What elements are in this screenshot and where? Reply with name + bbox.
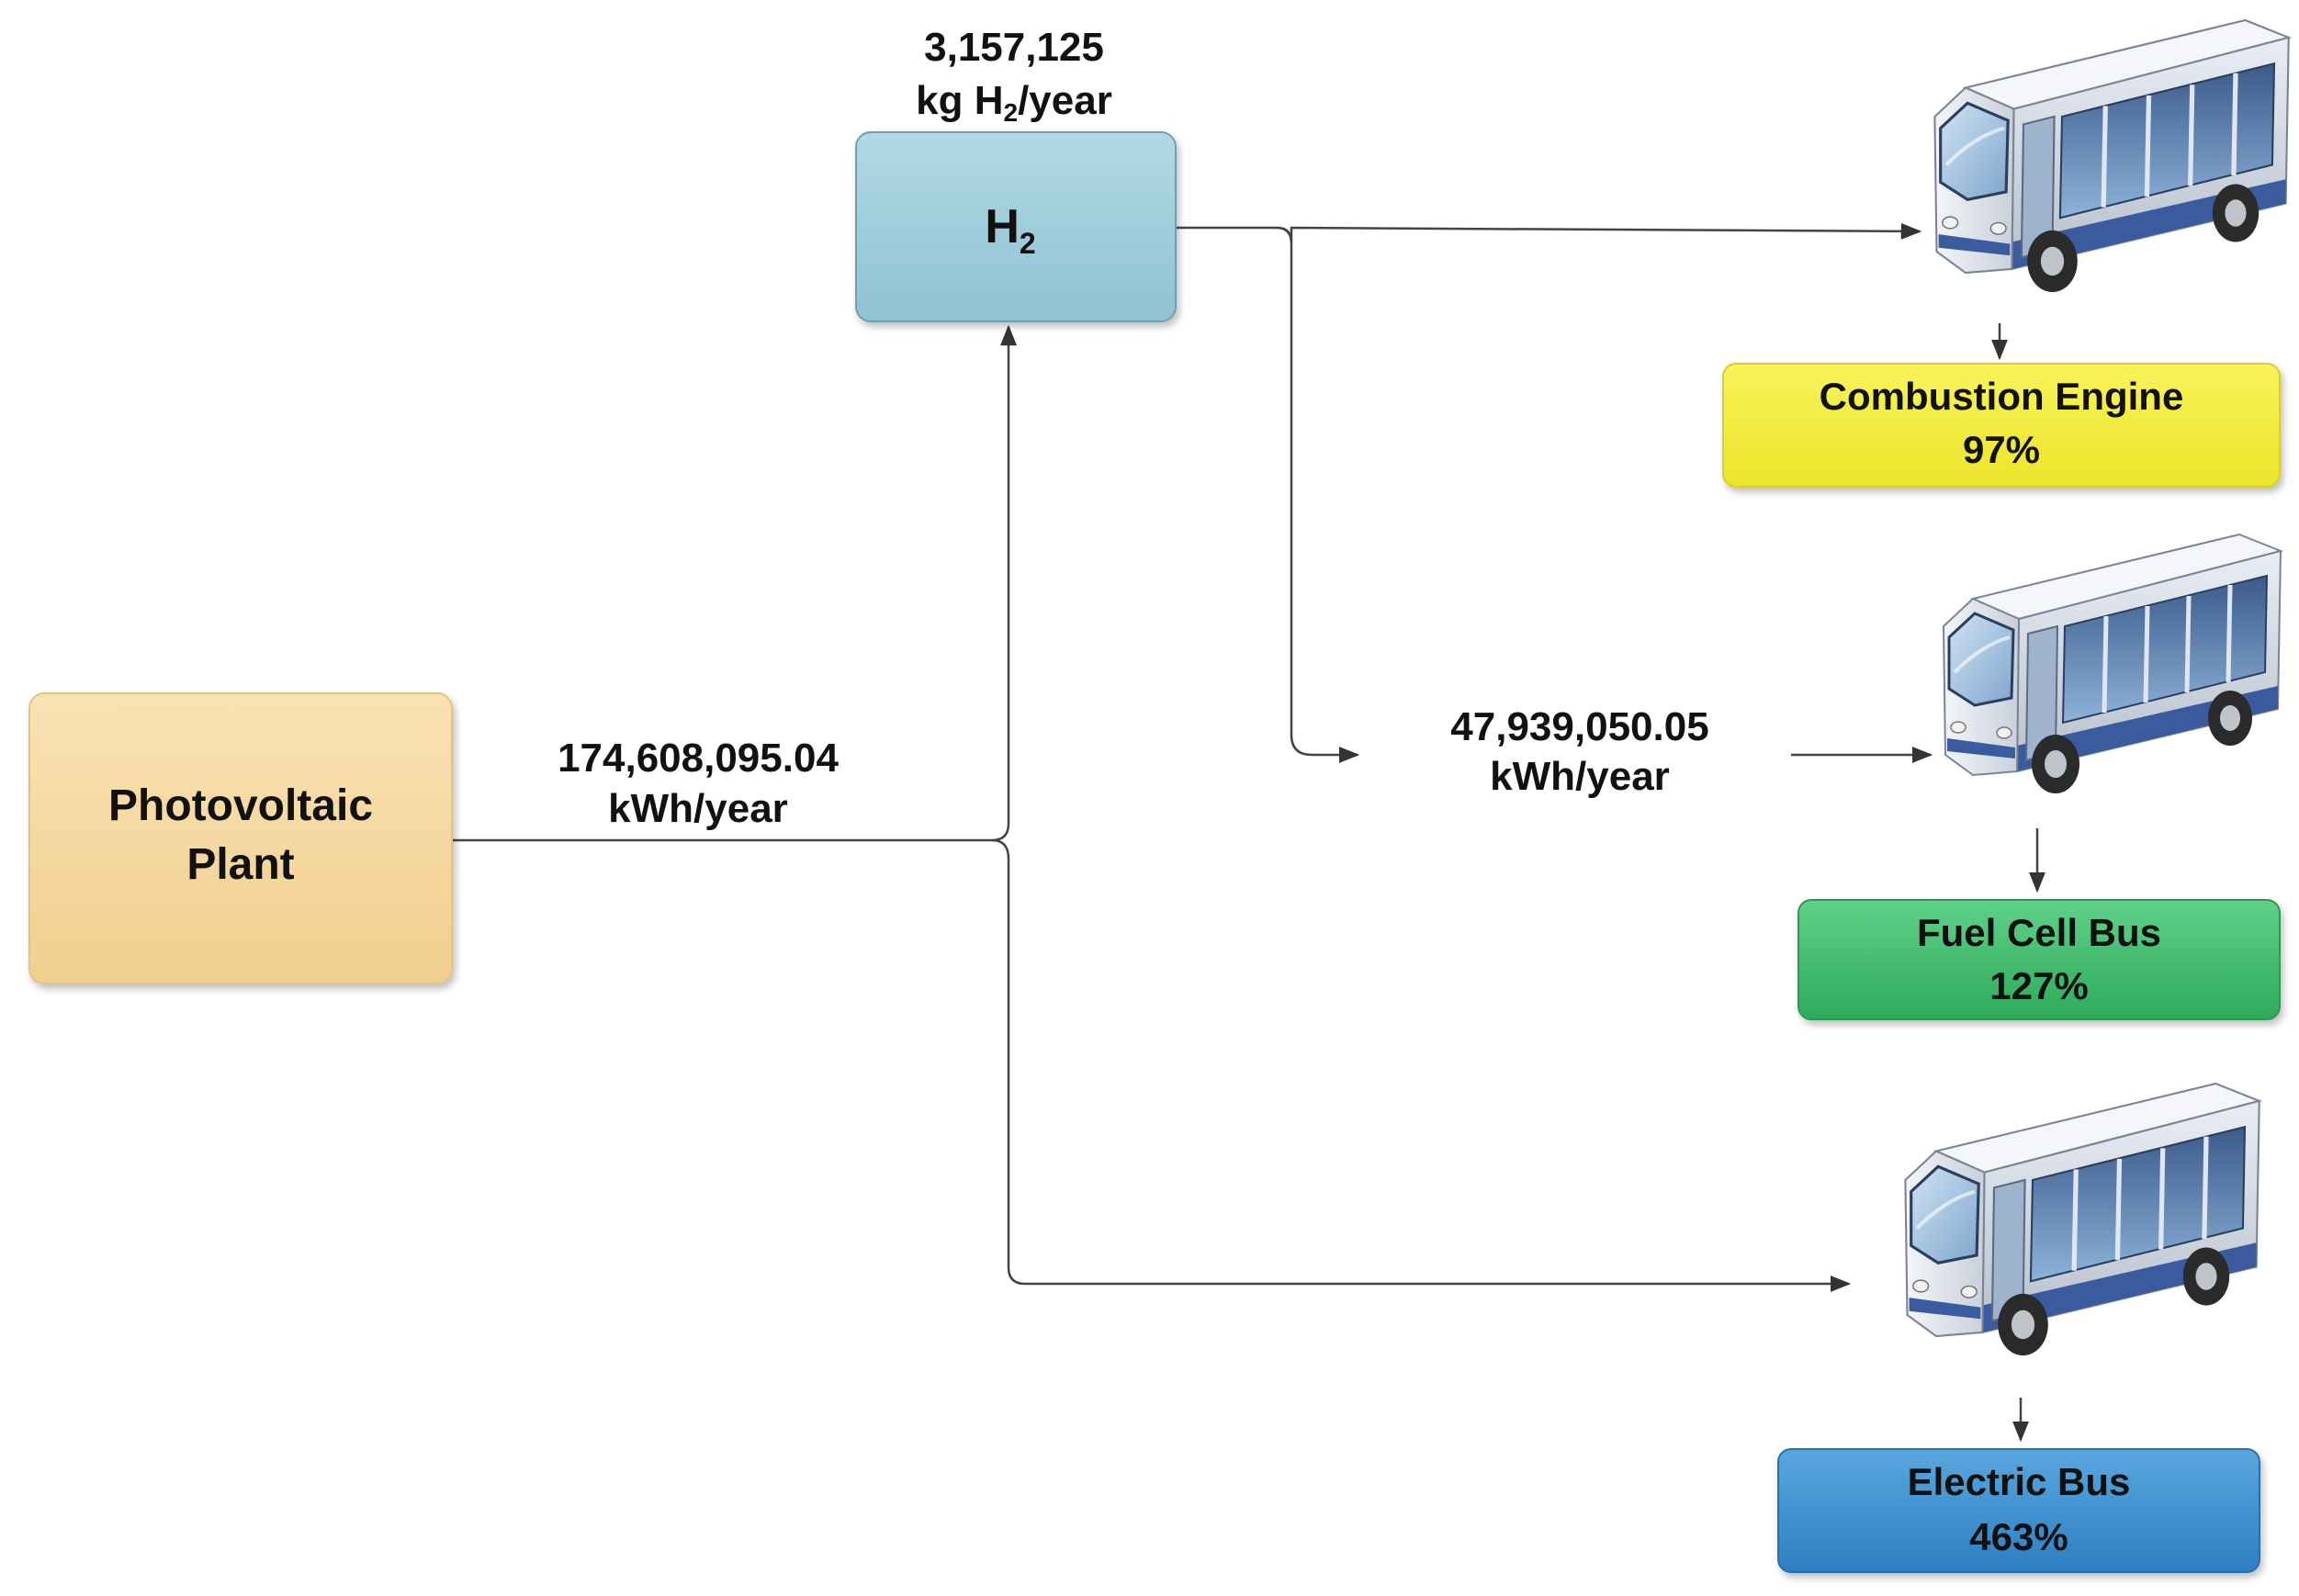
fuel-cell-bus-box: Fuel Cell Bus 127%: [1798, 899, 2281, 1020]
bus-icon: [1944, 534, 2281, 793]
electric-bus-box: Electric Bus 463%: [1777, 1448, 2260, 1573]
pv-output-value: 174,608,095.04: [558, 736, 839, 781]
fuel-cell-input-label: 47,939,050.05 kWh/year: [1450, 704, 1708, 799]
h2-amount-label: 3,157,125 kg H2/year: [916, 25, 1112, 127]
pv-label-line1: Photovoltaic: [108, 781, 373, 830]
combustion-engine-value: 97%: [1963, 428, 2040, 471]
fuel-cell-input-value: 47,939,050.05: [1450, 704, 1708, 749]
h2-node: H2: [855, 131, 1177, 322]
fuel-cell-bus-title: Fuel Cell Bus: [1917, 911, 2161, 954]
combustion-engine-title: Combustion Engine: [1820, 375, 2184, 418]
trunk-down-line: [991, 838, 1852, 1292]
bus-icon: [1934, 20, 2288, 292]
photovoltaic-plant-node: Photovoltaic Plant: [28, 692, 453, 984]
pv-output-unit: kWh/year: [608, 786, 788, 831]
h2-amount-value: 3,157,125: [924, 25, 1104, 70]
combustion-engine-box: Combustion Engine 97%: [1722, 363, 2281, 488]
h2-branch-line: [1276, 226, 1360, 763]
fuel-cell-input-unit: kWh/year: [1490, 754, 1670, 799]
pv-label-line2: Plant: [186, 840, 294, 889]
connectors: [450, 222, 2045, 1443]
h2-amount-unit: kg H2/year: [916, 78, 1112, 127]
trunk-junction: [991, 324, 1017, 842]
electric-bus-value: 463%: [1969, 1515, 2068, 1558]
fuel-cell-bus-value: 127%: [1989, 964, 2088, 1007]
h2-node-label: H2: [985, 200, 1035, 260]
electric-bus-title: Electric Bus: [1908, 1460, 2131, 1503]
bus-icon: [1905, 1084, 2259, 1355]
pv-output-label: 174,608,095.04 kWh/year: [558, 736, 839, 831]
